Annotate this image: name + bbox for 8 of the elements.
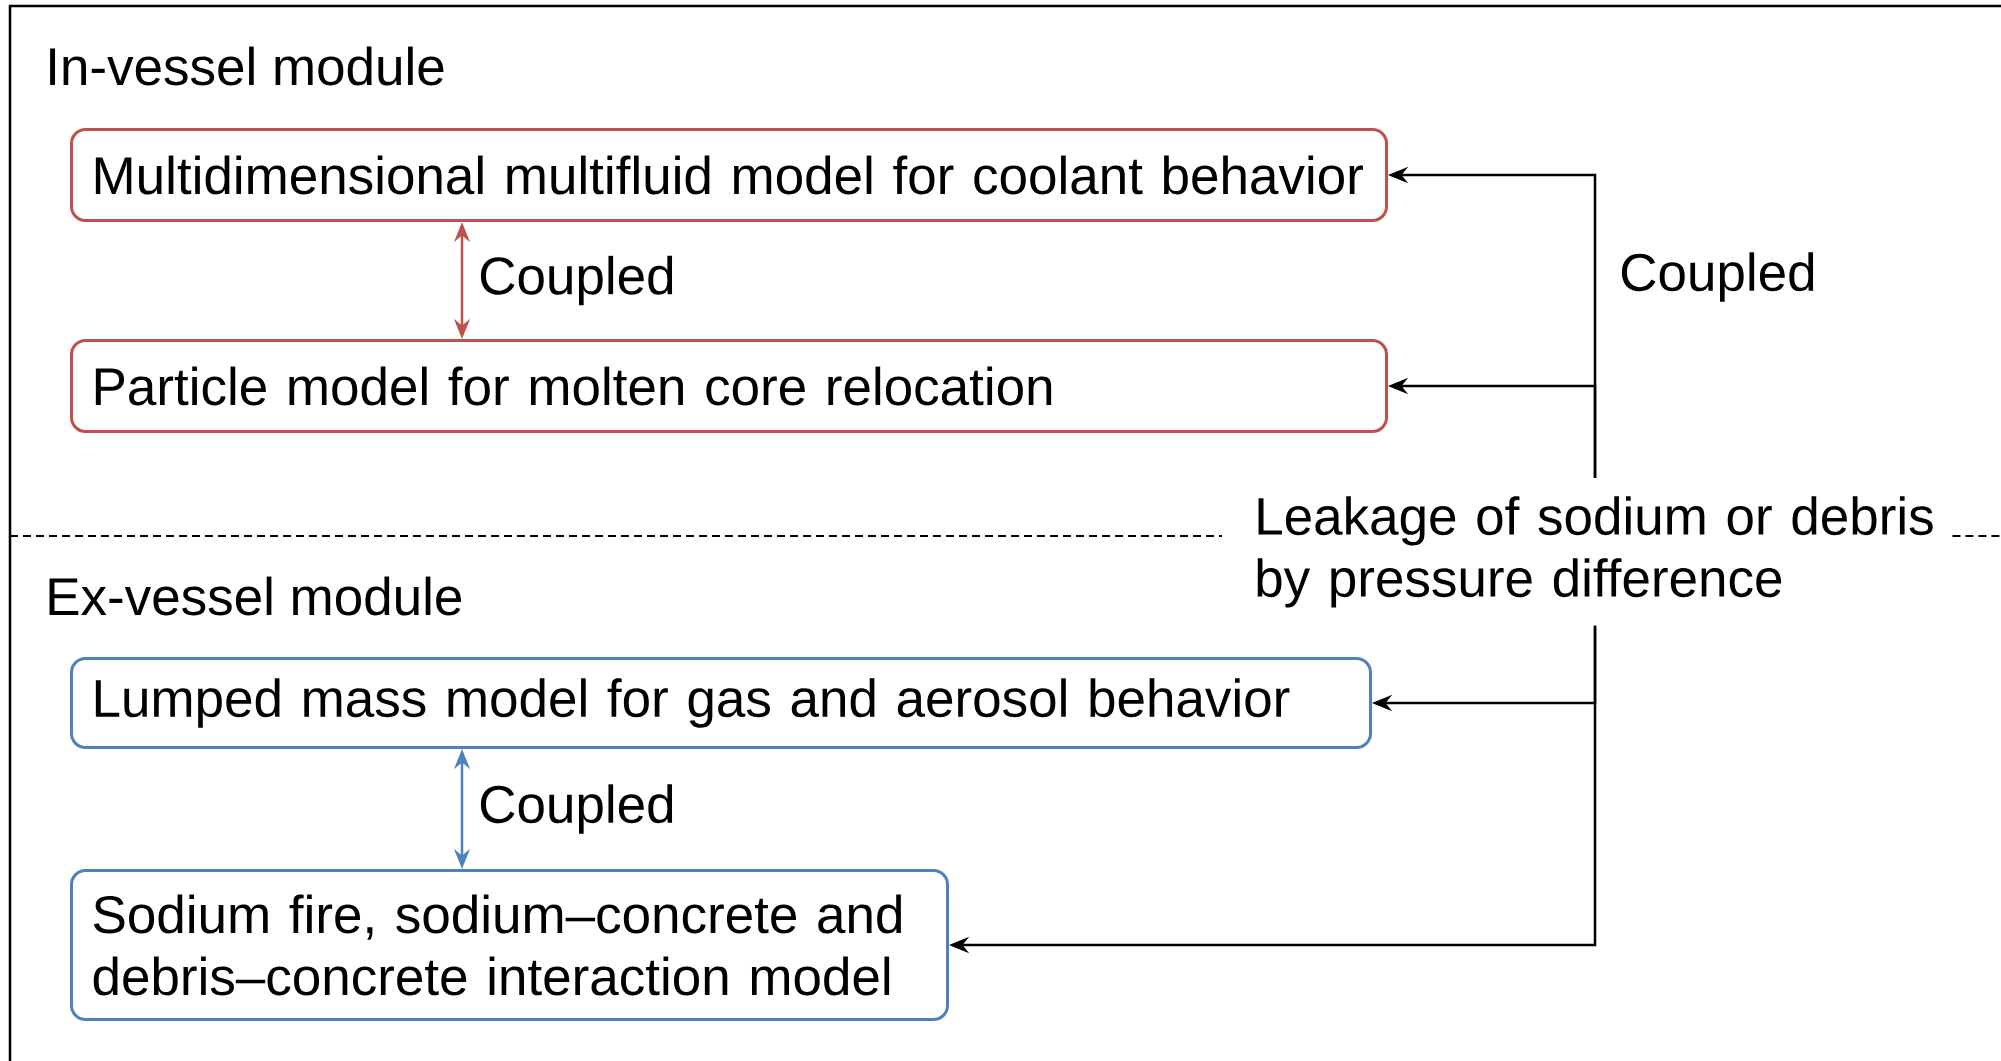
- model-box: Sodium fire, sodium–concrete and debris–concrete interaction model: [70, 869, 949, 1021]
- edge-label: Coupled: [476, 782, 678, 836]
- model-box: Lumped mass model for gas and aerosol behavior: [70, 657, 1372, 749]
- leakage-text: Leakage of sodium or debris by pressure difference: [1257, 496, 1933, 608]
- edge-label: Coupled: [476, 253, 678, 308]
- coupled-label: Coupled: [1621, 252, 1814, 302]
- model-box: Particle model for molten core relocation: [70, 339, 1388, 433]
- model-box: Multidimensional multifluid model for coolant behavior: [70, 128, 1388, 222]
